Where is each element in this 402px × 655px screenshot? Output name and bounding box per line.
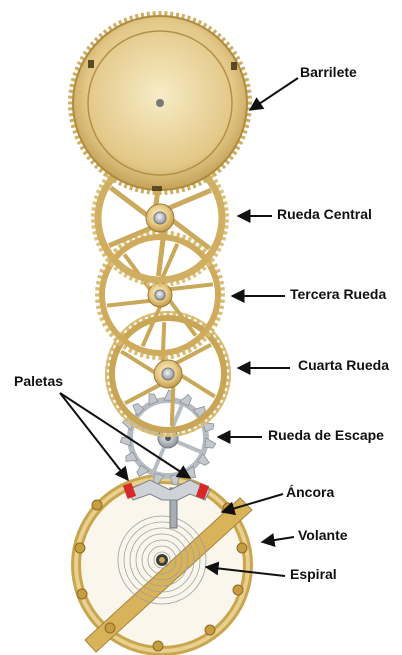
label-barrel: Barrilete [300, 64, 357, 80]
gear-spoke [169, 190, 211, 208]
barrel [68, 11, 252, 195]
balance-wheel [75, 479, 252, 652]
gear-spoke [163, 322, 165, 362]
escape-wheel [120, 390, 215, 485]
label-hairspring: Espiral [290, 566, 337, 582]
gear-spoke [107, 301, 151, 306]
label-balance: Volante [298, 527, 348, 543]
label-fourth-wheel: Cuarta Rueda [298, 357, 389, 373]
gear-spoke [172, 386, 174, 426]
arrow-anchor [222, 494, 283, 512]
arrow-barrel [250, 78, 298, 110]
escape-tooth [205, 438, 216, 448]
gear-spoke [181, 375, 215, 396]
label-third-wheel: Tercera Rueda [290, 286, 386, 302]
arrow-balance [262, 537, 294, 542]
arrow-pallet-left [60, 393, 128, 480]
label-escape-wheel: Rueda de Escape [268, 427, 384, 443]
gear-spoke [169, 284, 213, 289]
label-anchor: Áncora [286, 484, 334, 500]
label-center-wheel: Rueda Central [277, 206, 372, 222]
label-pallets: Paletas [14, 373, 63, 389]
